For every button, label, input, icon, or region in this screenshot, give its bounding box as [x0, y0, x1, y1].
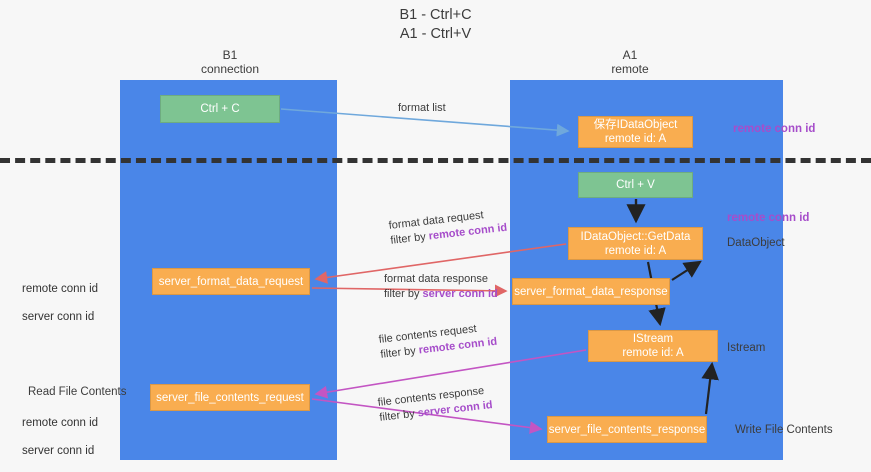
edge-format-data-request: [314, 243, 567, 284]
node-idataobject-getdata[interactable]: IDataObject::GetData remote id: A: [568, 227, 703, 260]
annotation-read-file-contents: Read File Contents: [28, 386, 127, 398]
page-title: B1 - Ctrl+C A1 - Ctrl+V: [399, 7, 472, 42]
edge-format-data-response: [311, 284, 508, 298]
edge-label-format-data-response: format data response filter by server co…: [384, 272, 498, 302]
edge-file-contents-response: [311, 398, 543, 434]
annotation-server-conn-id: server conn id: [22, 311, 95, 323]
node-sublabel: remote id: A: [622, 347, 684, 359]
node-istream[interactable]: IStream remote id: A: [588, 330, 718, 362]
edge-filecontents-to-istream: [701, 361, 719, 415]
node-label: IDataObject::GetData: [580, 230, 691, 243]
annotation-istream: Istream: [727, 342, 766, 354]
edge-filter-prefix: filter by: [384, 288, 420, 300]
edge-filter-prefix: filter by: [389, 230, 427, 247]
column-header-b1: B1 connection: [200, 48, 260, 76]
annotation-server-conn-id: server conn id: [22, 445, 95, 457]
node-label: server_file_contents_request: [156, 391, 304, 404]
node-label: Ctrl + C: [200, 103, 240, 115]
node-label: Ctrl + V: [616, 179, 655, 191]
annotation-remote-conn-id: remote conn id: [22, 417, 99, 429]
node-ctrl-c[interactable]: Ctrl + C: [160, 95, 280, 123]
phase-divider: [0, 158, 871, 163]
node-idataobject[interactable]: 保存IDataObject remote id: A: [578, 116, 693, 148]
edge-response-to-getdata: [671, 260, 702, 281]
node-server-format-data-response[interactable]: server_format_data_response: [512, 278, 670, 305]
node-label: 保存IDataObject: [593, 119, 678, 131]
node-server-format-data-request[interactable]: server_format_data_request: [152, 268, 310, 295]
node-server-file-contents-request[interactable]: server_file_contents_request: [150, 384, 310, 411]
edge-filter-prefix: filter by: [379, 344, 417, 361]
annotation-left-conn-ids-mid: remote conn id server conn id: [22, 268, 98, 338]
node-ctrl-v[interactable]: Ctrl + V: [578, 172, 693, 198]
edge-label-format-list: format list: [398, 101, 446, 116]
node-label: server_file_contents_response: [548, 423, 706, 436]
node-label: server_format_data_response: [514, 285, 668, 298]
annotation-remote-conn-id-top: remote conn id: [733, 123, 816, 135]
node-server-file-contents-response[interactable]: server_file_contents_response: [547, 416, 707, 443]
edge-format-list: [280, 108, 570, 137]
edge-filter-line: filter by server conn id: [384, 287, 498, 302]
annotation-write-file-contents: Write File Contents: [735, 424, 833, 436]
annotation-dataobject: DataObject: [727, 237, 785, 249]
edge-label-text: format list: [398, 102, 446, 114]
edge-label-text: format data response: [384, 273, 488, 285]
edge-filter-key: server conn id: [422, 288, 498, 300]
column-header-a1: A1 remote: [611, 48, 649, 76]
node-label: server_format_data_request: [158, 275, 304, 288]
edge-file-contents-request: [314, 349, 587, 399]
node-sublabel: remote id: A: [604, 133, 667, 145]
annotation-remote-conn-id-mid: remote conn id: [727, 212, 810, 224]
edge-filter-prefix: filter by: [378, 407, 416, 424]
node-label: IStream: [632, 333, 674, 345]
annotation-left-conn-ids-bottom: remote conn id server conn id: [22, 402, 98, 472]
annotation-remote-conn-id: remote conn id: [22, 283, 99, 295]
node-sublabel: remote id: A: [604, 244, 667, 257]
